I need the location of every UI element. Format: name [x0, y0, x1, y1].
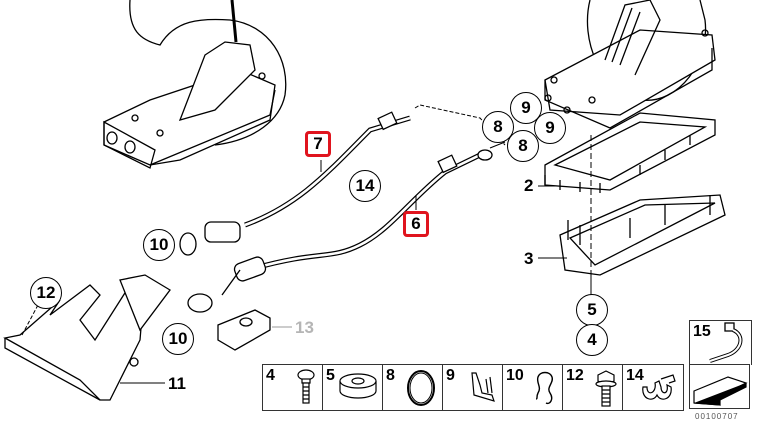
screw-icon: [297, 369, 315, 404]
washer-icon: [339, 373, 377, 399]
legend-number: 10: [506, 367, 524, 384]
legend-cell[interactable]: 10: [503, 365, 563, 410]
callout-9-lower[interactable]: 9: [534, 112, 566, 144]
cable-tie-drawing: [709, 322, 743, 363]
hex-bolt-icon: [595, 370, 617, 407]
label-11[interactable]: 11: [168, 374, 186, 393]
callout-14[interactable]: 14: [349, 170, 381, 202]
callout-10-upper[interactable]: 10: [143, 229, 175, 261]
legend-number: 12: [566, 367, 584, 384]
shifter-housing-right: [544, 0, 726, 290]
callout-5[interactable]: 5: [576, 294, 608, 326]
legend-cell[interactable]: 4: [263, 365, 323, 410]
legend-cell[interactable]: 8: [383, 365, 443, 410]
callout-7-highlighted[interactable]: 7: [305, 131, 331, 157]
callout-8-lower[interactable]: 8: [507, 130, 539, 162]
label-3[interactable]: 3: [524, 249, 534, 268]
legend-cell[interactable]: 9: [443, 365, 503, 410]
shifter-housing-left: [103, 0, 287, 169]
document-number: 00100707: [695, 412, 739, 421]
legend-number: 5: [326, 367, 335, 384]
part-15-box[interactable]: 15: [689, 320, 752, 365]
legend-cell[interactable]: 5: [323, 365, 383, 410]
label-13[interactable]: 13: [295, 318, 314, 337]
cable-holder-icon: [642, 374, 676, 400]
orientation-arrow-box: [689, 364, 750, 409]
leader-lines: [538, 185, 592, 295]
legend-number: 9: [446, 367, 455, 384]
cable-bracket: [3, 274, 292, 401]
spring-clip-icon: [535, 371, 554, 405]
arrow-icon: [693, 376, 748, 406]
legend-number: 14: [626, 367, 644, 384]
legend-cell[interactable]: 12: [563, 365, 623, 410]
clip-icon: [471, 372, 495, 402]
callout-10-lower[interactable]: 10: [162, 323, 194, 355]
legend-number: 8: [386, 367, 395, 384]
callout-6-highlighted[interactable]: 6: [403, 211, 429, 237]
callout-4[interactable]: 4: [576, 324, 608, 356]
legend-cell[interactable]: 14: [623, 365, 683, 410]
parts-legend: 4 5 8 9 10 12 14: [262, 364, 684, 411]
callout-12[interactable]: 12: [30, 277, 62, 309]
label-2[interactable]: 2: [524, 176, 534, 195]
legend-number-15: 15: [693, 323, 711, 340]
shift-cables: [179, 104, 506, 313]
o-ring-icon: [407, 370, 435, 406]
legend-number: 4: [266, 367, 275, 384]
